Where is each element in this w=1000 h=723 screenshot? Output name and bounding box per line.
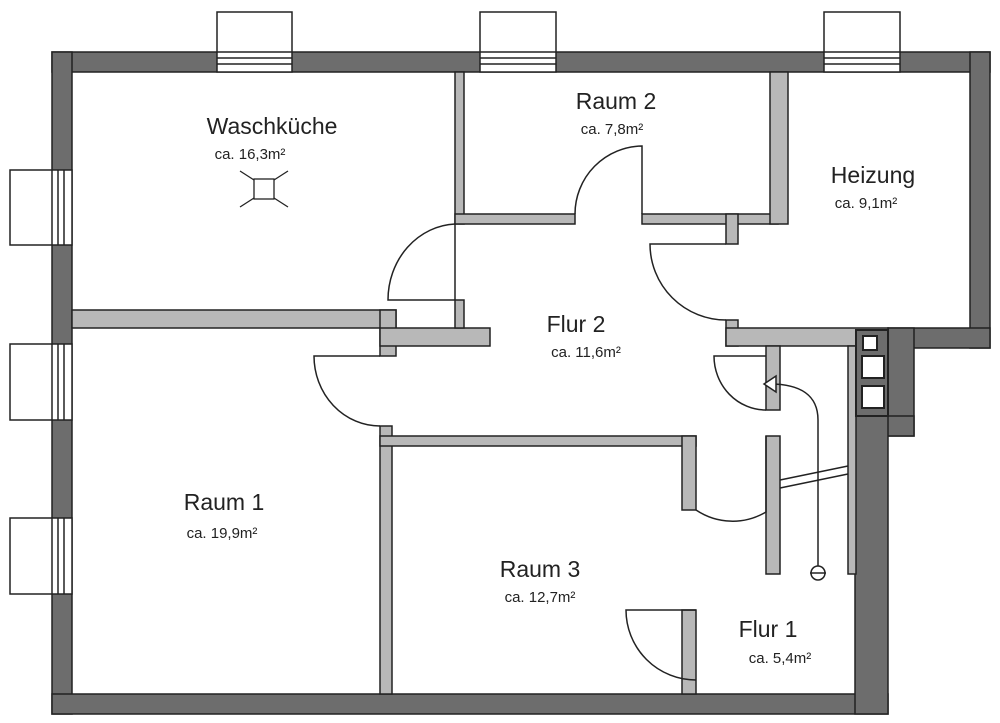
room-area-flur1: ca. 5,4m² xyxy=(749,650,812,667)
room-area-flur2: ca. 11,6m² xyxy=(551,344,621,361)
window-left-3 xyxy=(9,517,73,595)
room-area-raum2: ca. 7,8m² xyxy=(581,121,644,138)
door-waschkueche xyxy=(387,223,456,301)
window-top-1 xyxy=(216,11,293,73)
room-labels: Waschküche ca. 16,3m² Raum 2 ca. 7,8m² H… xyxy=(184,88,915,667)
chimney xyxy=(855,329,889,417)
room-name-raum1: Raum 1 xyxy=(184,489,265,515)
door-stair xyxy=(713,355,767,411)
room-area-waschkueche: ca. 16,3m² xyxy=(215,146,286,163)
room-area-heizung: ca. 9,1m² xyxy=(835,195,898,212)
ceiling-light-icon xyxy=(239,170,289,208)
door-heizung xyxy=(649,243,727,321)
window-left-2 xyxy=(9,343,73,421)
doors xyxy=(313,145,767,681)
door-flur1 xyxy=(695,436,767,522)
window-top-2 xyxy=(479,11,557,73)
room-area-raum3: ca. 12,7m² xyxy=(505,589,576,606)
room-area-raum1: ca. 19,9m² xyxy=(187,525,258,542)
inner-walls xyxy=(71,71,889,695)
windows xyxy=(9,11,901,595)
room-name-raum2: Raum 2 xyxy=(576,88,657,114)
door-raum1 xyxy=(313,355,381,427)
door-raum2 xyxy=(574,145,643,215)
door-raum3 xyxy=(625,609,697,681)
room-name-flur2: Flur 2 xyxy=(547,311,606,337)
window-top-3 xyxy=(823,11,901,73)
room-name-heizung: Heizung xyxy=(831,162,915,188)
room-name-raum3: Raum 3 xyxy=(500,556,581,582)
window-left-1 xyxy=(9,169,73,246)
room-name-flur1: Flur 1 xyxy=(739,616,798,642)
staircase xyxy=(762,374,849,581)
room-name-waschkueche: Waschküche xyxy=(207,113,338,139)
